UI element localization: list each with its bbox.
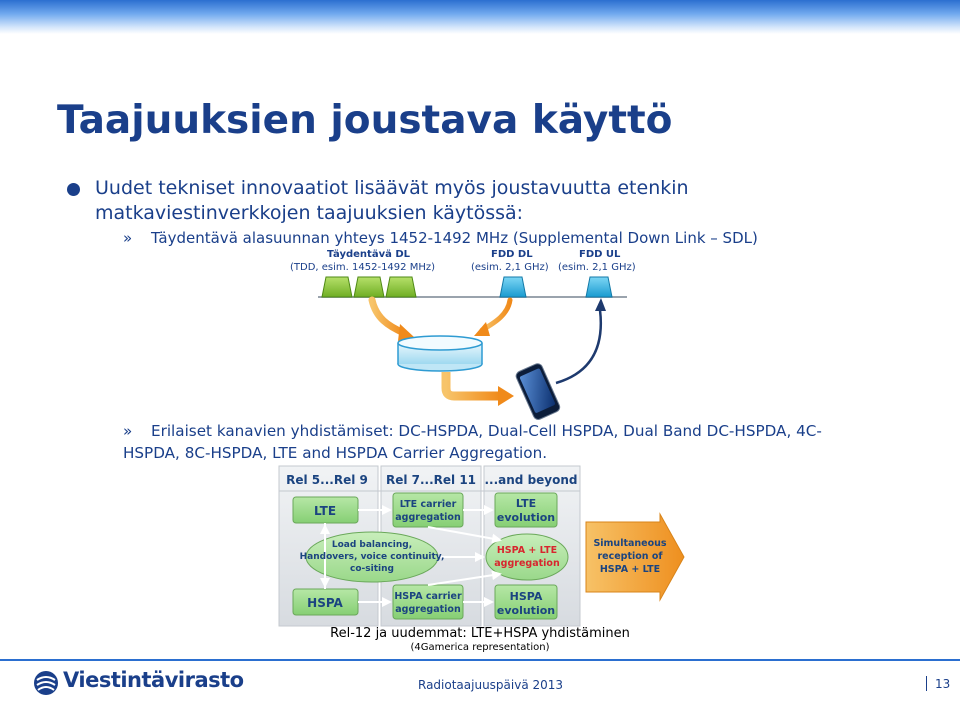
text-sim-1: Simultaneous (593, 538, 666, 549)
text-sim-2: reception of (597, 551, 663, 562)
fdd-dl-block (499, 276, 527, 298)
viestintavirasto-logo-text: Viestintävirasto (63, 668, 244, 692)
box-lte-ca (392, 492, 464, 528)
label-fdd-ul-sub: (esim. 2,1 GHz) (558, 262, 636, 273)
viestintavirasto-logo-icon (34, 671, 58, 695)
aggregation-disk (397, 335, 483, 351)
text-lte-evo-1: LTE (516, 497, 536, 510)
header-rel7-11: Rel 7...Rel 11 (386, 473, 476, 487)
header-gradient-bar (0, 0, 960, 34)
sub-bullet-2-text: Erilaiset kanavien yhdistämiset: DC-HSPD… (123, 422, 822, 462)
label-tdd-sub: (TDD, esim. 1452-1492 MHz) (290, 262, 435, 273)
text-load-3: co-siting (350, 564, 394, 574)
box-lte-evo (494, 492, 558, 528)
tdd-block-2 (353, 276, 385, 298)
text-hspa-lte-1: HSPA + LTE (497, 545, 557, 556)
arrow-fdd-down (479, 297, 513, 333)
phone-icon (515, 363, 561, 420)
bullet-dot (67, 183, 80, 196)
page-title: Taajuuksien joustava käyttö (57, 98, 673, 143)
text-hspa-ca-2: aggregation (395, 604, 461, 615)
figure-caption: Rel-12 ja uudemmat: LTE+HSPA yhdistämine… (330, 626, 630, 641)
sub-bullet-1: » Täydentävä alasuunnan yhteys 1452-1492 … (123, 229, 758, 247)
col-beyond (483, 465, 581, 627)
arrow-phone-up-head (595, 298, 606, 311)
page-number: 13 (935, 677, 951, 691)
arrow-tdd-down (368, 296, 408, 337)
label-tdd-title: Täydentävä DL (327, 249, 410, 260)
arrow-fdd-head (474, 322, 490, 336)
arrow-to-phone-head (498, 386, 514, 406)
box-hspa-evo (494, 584, 558, 620)
figure-caption-source: (4Gamerica representation) (410, 642, 550, 653)
col-rel5-9 (278, 465, 379, 627)
text-lte-ca-2: aggregation (395, 512, 461, 523)
arrow-phone-up (555, 309, 602, 385)
tdd-block-3 (385, 276, 417, 298)
text-lte: LTE (314, 504, 336, 518)
text-hspa-evo-1: HSPA (510, 590, 543, 603)
text-lte-evo-2: evolution (497, 511, 555, 524)
ellipse-hspa-lte (485, 533, 569, 581)
col-rel7-11 (380, 465, 482, 627)
footer-divider (0, 659, 960, 661)
text-hspa-lte-2: aggregation (494, 558, 560, 569)
footer-event: Radiotaajuuspäivä 2013 (418, 678, 564, 692)
page-number-separator (926, 676, 927, 691)
sub-bullet-marker: » (123, 229, 133, 247)
sub-bullet-1-text: Täydentävä alasuunnan yhteys 1452-1492 M… (151, 229, 758, 247)
header-rel5-9: Rel 5...Rel 9 (286, 473, 368, 487)
ellipse-load-balancing (305, 531, 439, 583)
fdd-ul-block (585, 276, 613, 298)
text-load-2: Handovers, voice continuity, (300, 552, 445, 562)
text-hspa-ca-1: HSPA carrier (394, 591, 462, 602)
arrow-to-phone (441, 372, 500, 401)
sub-bullet-marker: » (123, 422, 133, 440)
arrow-tdd-head (398, 324, 414, 341)
box-hspa-ca (392, 584, 464, 620)
arrow-simultaneous (585, 512, 685, 602)
label-fdd-ul-title: FDD UL (579, 249, 621, 260)
tdd-block-1 (321, 276, 353, 298)
label-fdd-dl-sub: (esim. 2,1 GHz) (471, 262, 549, 273)
text-lte-ca-1: LTE carrier (400, 499, 457, 510)
bullet-text-1: Uudet tekniset innovaatiot lisäävät myös… (95, 177, 689, 224)
text-hspa-evo-2: evolution (497, 604, 555, 617)
text-load-1: Load balancing, (332, 540, 412, 550)
box-lte (292, 496, 359, 524)
box-hspa (292, 588, 359, 616)
text-hspa: HSPA (307, 596, 343, 610)
text-sim-3: HSPA + LTE (600, 564, 660, 575)
label-fdd-dl-title: FDD DL (491, 249, 533, 260)
header-beyond: ...and beyond (484, 473, 577, 487)
sub-bullet-2: »Erilaiset kanavien yhdistämiset: DC-HSP… (123, 420, 863, 464)
